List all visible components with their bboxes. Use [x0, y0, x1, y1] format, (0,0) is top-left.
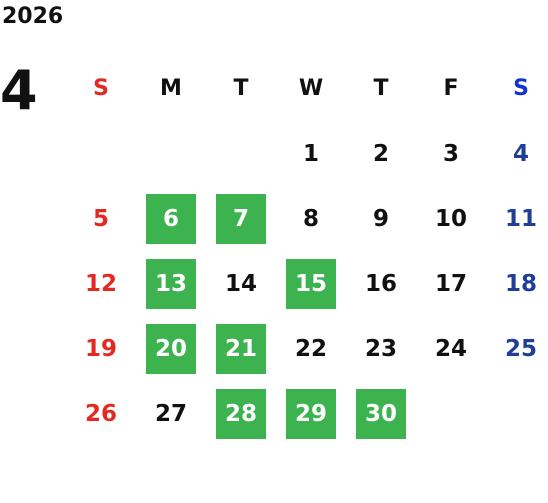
calendar-day-cell: 8 — [276, 186, 346, 251]
calendar-day-cell: 1 — [276, 121, 346, 186]
weekday-header-row: S M T W T F S — [66, 56, 548, 121]
calendar-day-cell: 12 — [66, 251, 136, 316]
calendar-month: 4 — [0, 59, 38, 122]
calendar-day-number: 13 — [146, 258, 196, 309]
calendar-day-number: 7 — [216, 193, 266, 244]
calendar-empty-cell — [136, 121, 206, 186]
calendar-day-cell: 23 — [346, 316, 416, 381]
calendar-day-cell: 25 — [486, 316, 548, 381]
calendar-day-number: 24 — [434, 335, 467, 362]
calendar-day-number: 12 — [84, 270, 117, 297]
weekday-header-wed: W — [298, 76, 324, 101]
weekday-header-sun: S — [93, 76, 109, 101]
calendar-day-cell: 5 — [66, 186, 136, 251]
calendar-day-cell-highlighted: 15 — [276, 251, 346, 316]
calendar-day-cell-highlighted: 6 — [136, 186, 206, 251]
calendar-day-number: 21 — [216, 323, 266, 374]
calendar-day-cell: 10 — [416, 186, 486, 251]
calendar-empty-cell — [66, 121, 136, 186]
calendar-day-number: 26 — [84, 400, 117, 427]
calendar-day-number: 4 — [512, 140, 529, 167]
calendar-day-cell: 16 — [346, 251, 416, 316]
calendar-day-cell: 26 — [66, 381, 136, 446]
calendar-empty-cell — [206, 121, 276, 186]
weekday-header-tue: T — [233, 76, 249, 101]
calendar-day-number: 10 — [434, 205, 467, 232]
calendar-day-cell: 19 — [66, 316, 136, 381]
calendar-day-cell-highlighted: 30 — [346, 381, 416, 446]
calendar-day-number: 8 — [302, 205, 319, 232]
calendar-day-number: 9 — [372, 205, 389, 232]
calendar-day-number: 16 — [364, 270, 397, 297]
weekday-header-sat: S — [513, 76, 529, 101]
calendar-week-row: 12 13 14 15 16 17 18 — [66, 251, 548, 316]
calendar-day-cell-highlighted: 29 — [276, 381, 346, 446]
calendar-day-number: 22 — [294, 335, 327, 362]
calendar-day-cell: 27 — [136, 381, 206, 446]
calendar-day-number: 27 — [154, 400, 187, 427]
calendar-day-cell-highlighted: 21 — [206, 316, 276, 381]
calendar-day-number: 18 — [504, 270, 537, 297]
calendar-day-cell: 17 — [416, 251, 486, 316]
calendar-day-number: 1 — [302, 140, 319, 167]
calendar-day-number: 19 — [84, 335, 117, 362]
calendar-day-number: 29 — [286, 388, 336, 439]
calendar-day-number: 15 — [286, 258, 336, 309]
calendar-empty-cell — [486, 381, 548, 446]
calendar-day-cell: 24 — [416, 316, 486, 381]
calendar-day-cell: 18 — [486, 251, 548, 316]
calendar-day-number: 3 — [442, 140, 459, 167]
calendar-year: 2026 — [2, 4, 64, 29]
calendar-day-number: 14 — [224, 270, 257, 297]
calendar-day-cell: 2 — [346, 121, 416, 186]
calendar-week-row: 19 20 21 22 23 24 25 — [66, 316, 548, 381]
calendar-day-number: 25 — [504, 335, 537, 362]
calendar-day-cell: 14 — [206, 251, 276, 316]
weekday-header-fri: F — [443, 76, 459, 101]
calendar-week-row: 1 2 3 4 — [66, 121, 548, 186]
calendar-day-cell-highlighted: 28 — [206, 381, 276, 446]
calendar-day-number: 28 — [216, 388, 266, 439]
weekday-header-thu: T — [373, 76, 389, 101]
calendar-day-cell-highlighted: 7 — [206, 186, 276, 251]
calendar-day-cell-highlighted: 13 — [136, 251, 206, 316]
weekday-header-mon: M — [160, 76, 182, 101]
calendar-day-number: 6 — [146, 193, 196, 244]
calendar-day-cell: 4 — [486, 121, 548, 186]
calendar-day-cell-highlighted: 20 — [136, 316, 206, 381]
calendar-day-cell: 3 — [416, 121, 486, 186]
calendar-day-number: 23 — [364, 335, 397, 362]
calendar-day-cell: 9 — [346, 186, 416, 251]
calendar-day-number: 2 — [372, 140, 389, 167]
calendar-week-row: 26 27 28 29 30 — [66, 381, 548, 446]
calendar-day-number: 11 — [504, 205, 537, 232]
calendar-day-number: 20 — [146, 323, 196, 374]
calendar-day-cell: 11 — [486, 186, 548, 251]
calendar-day-number: 5 — [92, 205, 109, 232]
calendar-day-cell: 22 — [276, 316, 346, 381]
calendar-empty-cell — [416, 381, 486, 446]
calendar-day-number: 30 — [356, 388, 406, 439]
calendar-day-number: 17 — [434, 270, 467, 297]
